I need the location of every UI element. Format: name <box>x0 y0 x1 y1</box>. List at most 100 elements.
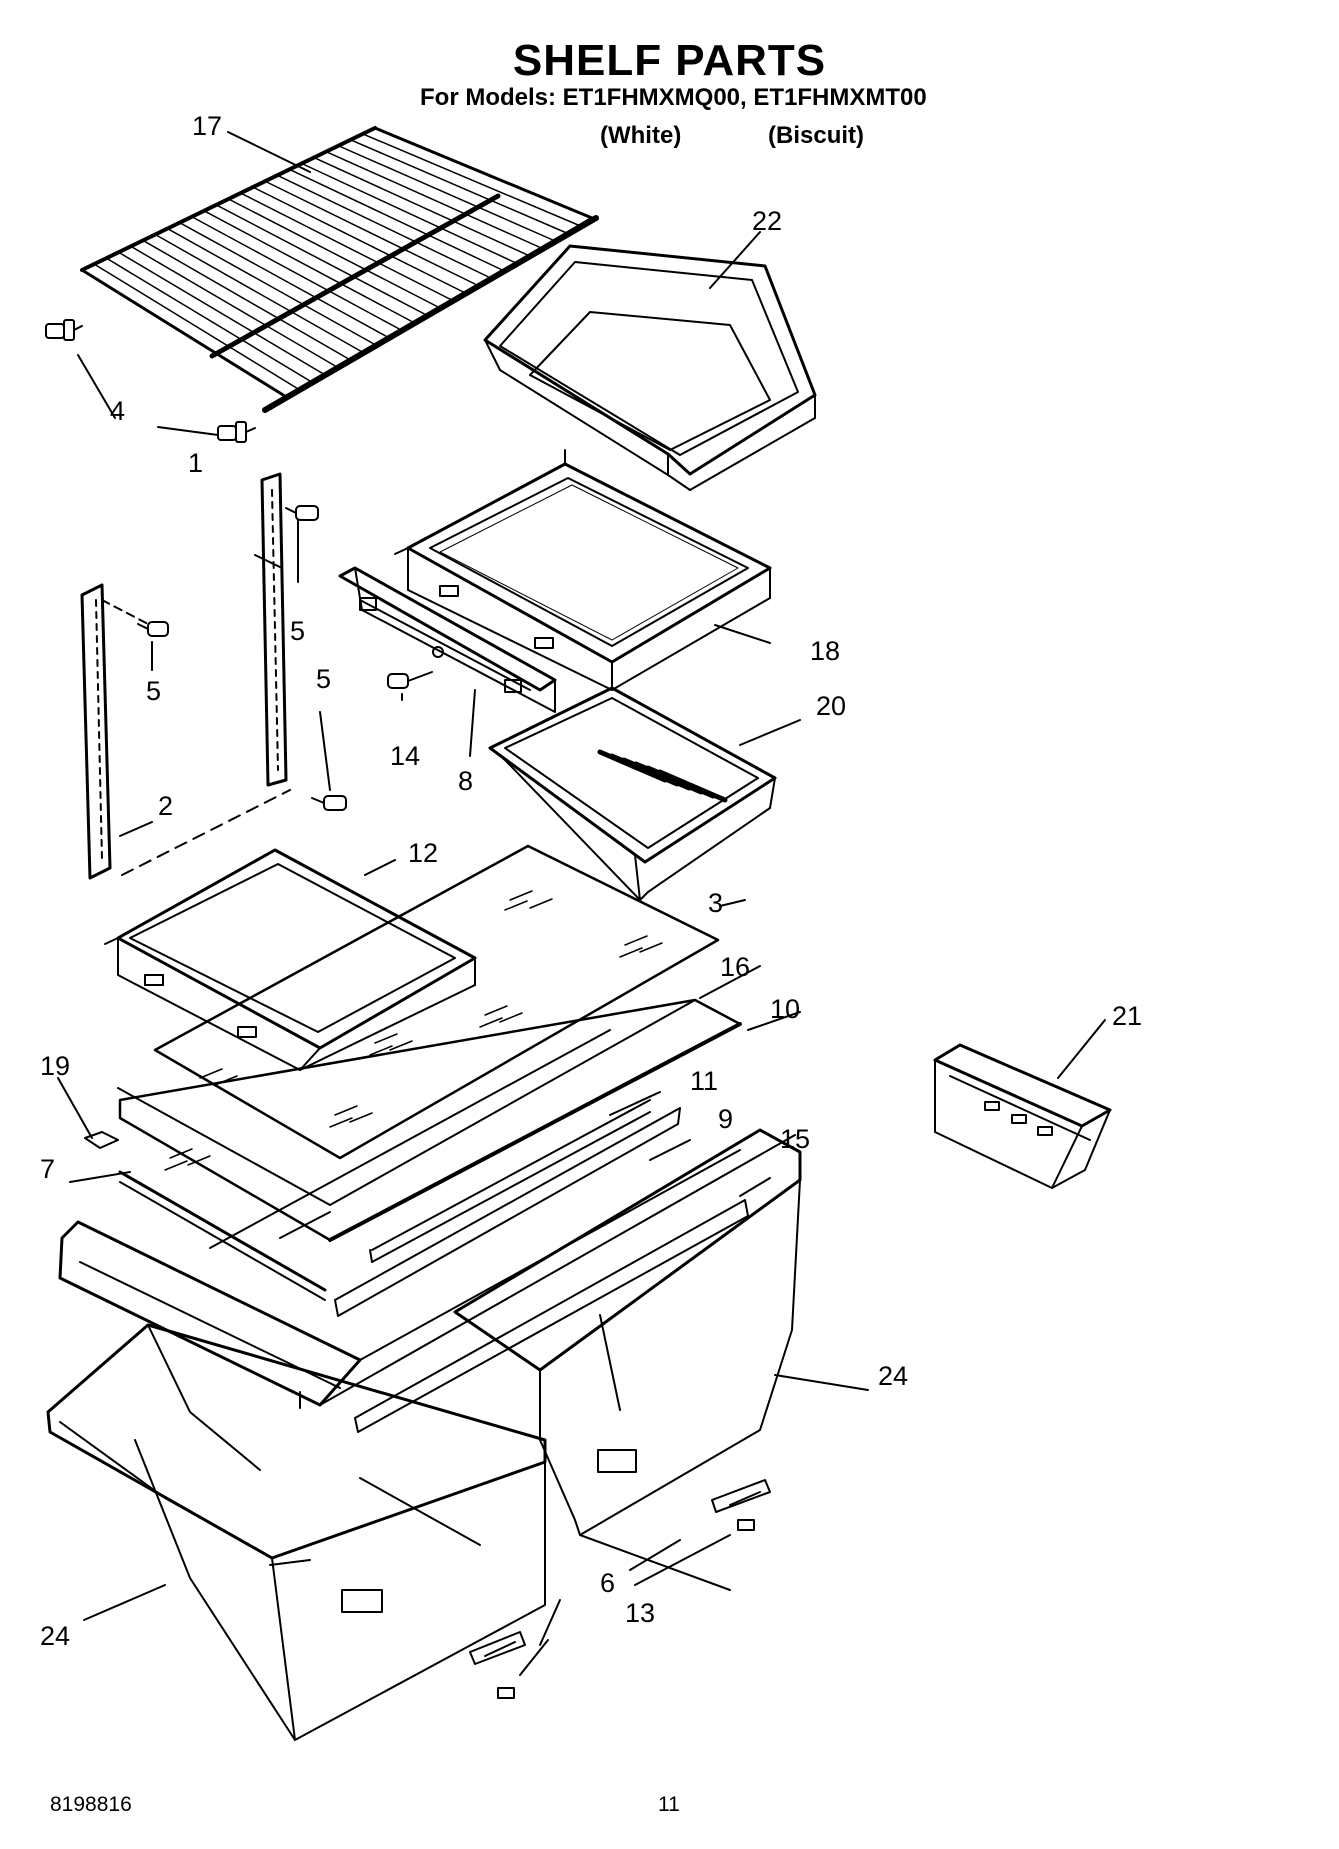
glass-glint <box>329 1117 353 1128</box>
crisper-drawer-right <box>453 1128 802 1591</box>
glass-glint <box>484 1005 508 1016</box>
callout-number: 10 <box>770 994 800 1024</box>
callout-leaders <box>57 131 1106 1676</box>
door-bin <box>933 1043 1112 1189</box>
callout-leader <box>709 231 761 289</box>
wire-shelf-bar <box>276 174 492 279</box>
shelf-pin-left <box>45 319 83 341</box>
callout-number: 5 <box>290 616 305 646</box>
wire-shelf-bar <box>337 145 555 242</box>
cover-bracket <box>338 566 557 713</box>
callout-number: 16 <box>720 952 750 982</box>
callout-number: 20 <box>816 691 846 721</box>
callout-leader <box>774 1374 869 1391</box>
callout-leader <box>364 859 396 876</box>
glass-glint <box>619 947 643 958</box>
callout-number: 6 <box>600 1568 615 1598</box>
glass-glint <box>509 890 533 901</box>
page-number: 11 <box>658 1793 680 1816</box>
ladder-dash-line <box>121 789 291 876</box>
shelf-ladder-right <box>260 472 288 787</box>
wire-shelf-bar <box>252 186 467 294</box>
callout-leader <box>319 711 331 791</box>
wire-shelf-bar <box>154 233 365 354</box>
callout-number: 22 <box>752 206 782 236</box>
glass-glint <box>499 1012 523 1023</box>
callout-leader <box>254 554 283 569</box>
glass-glint <box>187 1155 211 1166</box>
callout-leader <box>629 1539 681 1571</box>
wire-shelf-bar <box>191 216 403 332</box>
crisper-drawer-left <box>46 1323 547 1741</box>
glass-glint <box>349 1112 373 1123</box>
callout-leader <box>157 426 219 436</box>
screw-bottom <box>311 795 347 811</box>
glass-glint <box>639 942 663 953</box>
callout-number: 11 <box>690 1066 718 1096</box>
storage-bin <box>483 244 817 491</box>
callout-leader <box>649 1139 691 1161</box>
meat-drawer <box>488 686 777 901</box>
wire-shelf-bar <box>301 162 517 264</box>
callout-leader <box>739 719 801 746</box>
variant-white-label: (White) <box>600 122 682 149</box>
glass-glint <box>334 1105 358 1116</box>
callout-leader <box>227 131 311 173</box>
wire-shelf <box>80 126 599 413</box>
doc-number: 8198816 <box>50 1793 132 1816</box>
glass-glint <box>504 900 528 911</box>
screw-bracket <box>387 671 433 689</box>
page-title: SHELF PARTS <box>512 36 827 85</box>
wire-shelf-bar <box>227 198 441 309</box>
callout-number: 3 <box>708 888 723 918</box>
callout-number: 1 <box>188 448 203 478</box>
wire-shelf-bar <box>117 251 327 377</box>
wire-shelf-bar <box>288 168 505 272</box>
wire-shelf-bar <box>325 150 543 249</box>
drawer-rib <box>657 769 728 803</box>
callout-number: 5 <box>146 676 161 706</box>
callout-leader <box>539 1599 561 1646</box>
callout-number: 12 <box>408 838 438 868</box>
wire-shelf-bar <box>215 204 429 317</box>
callout-leader <box>119 821 153 837</box>
wire-shelf-bar <box>362 133 581 227</box>
callout-number: 24 <box>878 1361 908 1391</box>
callout-number: 2 <box>158 791 173 821</box>
glass-glint <box>199 1068 223 1079</box>
glass-glint <box>389 1040 413 1051</box>
callout-leader <box>469 689 476 757</box>
callout-number: 21 <box>1112 1001 1142 1031</box>
callout-leader <box>1057 1019 1106 1079</box>
callout-number: 7 <box>40 1154 55 1184</box>
glass-glint <box>164 1160 188 1171</box>
callout-number: 18 <box>810 636 840 666</box>
glass-glint <box>369 1045 393 1056</box>
screw-top <box>285 505 319 521</box>
glass-glint <box>374 1033 398 1044</box>
wire-shelf-bar <box>93 263 302 392</box>
callout-number: 14 <box>390 741 420 771</box>
wire-shelf-bar <box>239 192 454 302</box>
callout-leader <box>519 1639 549 1676</box>
callout-leader <box>699 965 761 999</box>
variant-biscuit-label: (Biscuit) <box>768 122 864 149</box>
callout-number: 19 <box>40 1051 70 1081</box>
wire-shelf-bar <box>313 156 530 257</box>
callout-number: 5 <box>316 664 331 694</box>
wire-shelf-bar <box>130 245 340 369</box>
callout-leader <box>57 1077 93 1139</box>
glass-glint <box>624 935 648 946</box>
callout-leader <box>719 899 746 907</box>
shelf-pin-right <box>217 421 256 443</box>
callout-leader <box>714 624 771 644</box>
glass-glint <box>479 1017 503 1028</box>
callout-leader <box>634 1534 731 1586</box>
lower-glass-shelf <box>104 848 477 1071</box>
wire-shelf-bar <box>349 139 568 234</box>
shelf-ladder-left <box>80 583 112 880</box>
models-line: For Models: ET1FHMXMQ00, ET1FHMXMT00 <box>420 84 927 111</box>
